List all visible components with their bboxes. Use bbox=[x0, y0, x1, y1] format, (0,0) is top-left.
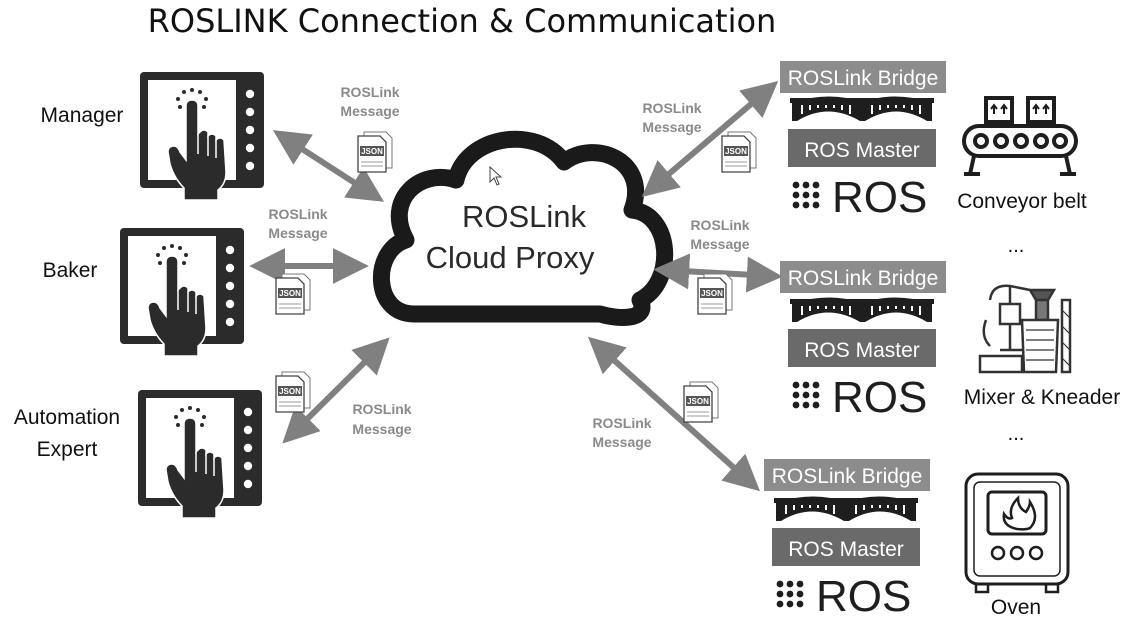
oven-icon bbox=[964, 472, 1070, 594]
json-file-icon: JSON bbox=[697, 273, 733, 315]
message-label: Message bbox=[340, 103, 399, 119]
bridge-icon bbox=[773, 496, 919, 522]
cloud-label-line1: ROSLink bbox=[462, 199, 587, 234]
svg-text:JSON: JSON bbox=[725, 147, 747, 156]
ellipsis: ... bbox=[1008, 423, 1025, 445]
mixer-kneader-icon bbox=[978, 284, 1072, 374]
json-file-icon: JSON bbox=[275, 273, 311, 315]
arrow-robot-1 bbox=[641, 81, 779, 197]
message-label: ROSLink bbox=[642, 100, 701, 116]
master-box bbox=[788, 329, 936, 367]
device-label: Mixer & Kneader bbox=[964, 386, 1120, 409]
message-label: ROSLink bbox=[592, 415, 651, 431]
message-label: Message bbox=[690, 236, 749, 252]
master-label: ROS Master bbox=[804, 139, 920, 162]
message-label: ROSLink bbox=[268, 206, 327, 222]
diagram-title: ROSLINK Connection & Communication bbox=[148, 2, 777, 40]
ellipsis: ... bbox=[1008, 235, 1025, 257]
bridge-box bbox=[764, 459, 930, 491]
json-file-icon: JSON bbox=[357, 131, 393, 173]
user-automation-expert: Automation Expert bbox=[14, 389, 263, 519]
svg-text:JSON: JSON bbox=[687, 397, 709, 406]
user-manager: Manager bbox=[41, 71, 265, 201]
touch-tablet-icon bbox=[139, 71, 265, 201]
message-label: ROSLink bbox=[352, 401, 411, 417]
master-label: ROS Master bbox=[788, 538, 904, 561]
user-label: Expert bbox=[37, 438, 98, 461]
master-label: ROS Master bbox=[804, 339, 920, 362]
bridge-icon bbox=[789, 297, 935, 323]
device-label: Oven bbox=[991, 596, 1041, 618]
message-label: Message bbox=[352, 421, 411, 437]
svg-text:JSON: JSON bbox=[701, 289, 723, 298]
ros-logo: ROS bbox=[832, 173, 927, 222]
bridge-icon bbox=[789, 96, 935, 122]
svg-text:JSON: JSON bbox=[279, 387, 301, 396]
device-label: Conveyor belt bbox=[957, 190, 1087, 213]
user-label: Baker bbox=[43, 259, 98, 282]
ros-logo-dots-icon bbox=[776, 580, 804, 608]
svg-text:JSON: JSON bbox=[361, 147, 383, 156]
robot-stack-1: ROSLink Bridge ROS Master ROS bbox=[780, 61, 946, 222]
message-label: ROSLink bbox=[690, 217, 749, 233]
touch-tablet-icon bbox=[119, 227, 245, 357]
ros-logo: ROS bbox=[832, 373, 927, 422]
master-box bbox=[788, 129, 936, 167]
user-label: Automation bbox=[14, 406, 120, 429]
message-label: Message bbox=[592, 434, 651, 450]
conveyor-belt-icon bbox=[962, 96, 1078, 176]
cursor-icon bbox=[489, 165, 503, 186]
bridge-label: ROSLink Bridge bbox=[788, 267, 939, 290]
bridge-label: ROSLink Bridge bbox=[788, 67, 939, 90]
message-label: Message bbox=[268, 225, 327, 241]
svg-text:JSON: JSON bbox=[279, 289, 301, 298]
robot-stack-3: ROSLink Bridge ROS Master ROS bbox=[764, 459, 930, 618]
connection-arrows bbox=[249, 81, 783, 492]
bridge-box bbox=[780, 261, 946, 293]
cloud-label-line2: Cloud Proxy bbox=[426, 240, 595, 275]
touch-tablet-icon bbox=[137, 389, 263, 519]
ros-logo: ROS bbox=[816, 572, 911, 618]
arrow-automation-expert bbox=[282, 337, 390, 444]
message-label: Message bbox=[642, 119, 701, 135]
json-file-icon: JSON bbox=[721, 131, 757, 173]
bridge-label: ROSLink Bridge bbox=[772, 465, 923, 488]
arrow-robot-2 bbox=[653, 253, 783, 293]
ros-logo-dots-icon bbox=[792, 381, 820, 409]
json-file-icon: JSON bbox=[275, 371, 311, 413]
message-label: ROSLink bbox=[340, 84, 399, 100]
json-file-icon: JSON bbox=[683, 381, 719, 423]
cloud-proxy bbox=[373, 130, 674, 326]
arrow-robot-3 bbox=[587, 336, 761, 492]
user-label: Manager bbox=[41, 104, 124, 127]
robot-stack-2: ROSLink Bridge ROS Master ROS bbox=[780, 261, 946, 422]
ros-logo-dots-icon bbox=[792, 181, 820, 209]
bridge-box bbox=[780, 61, 946, 93]
master-box bbox=[772, 528, 920, 566]
arrow-manager bbox=[272, 130, 385, 202]
user-baker: Baker bbox=[43, 227, 245, 357]
